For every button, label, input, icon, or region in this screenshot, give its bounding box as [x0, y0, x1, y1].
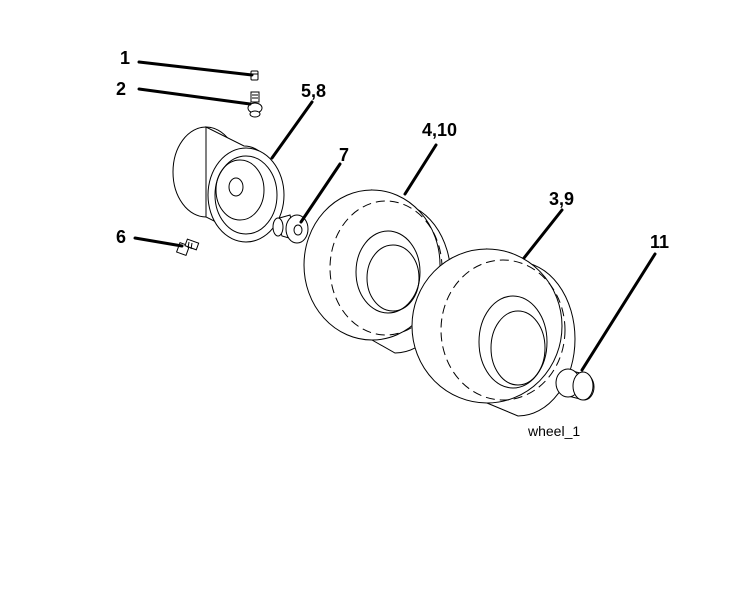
callout-3-9: 3,9	[549, 189, 574, 209]
leader-line-7	[299, 162, 342, 224]
leader-lines	[133, 60, 657, 372]
bolt-part	[175, 238, 200, 257]
callout-6: 6	[116, 227, 126, 247]
leader-line-11	[580, 252, 657, 372]
valve-stem-part	[247, 91, 263, 118]
callout-11: 11	[650, 232, 669, 252]
callout-4-10: 4,10	[422, 120, 457, 140]
callout-1: 1	[120, 48, 130, 68]
leader-line-4-10	[403, 143, 438, 196]
rear-tire-part	[411, 248, 576, 417]
leader-line-3-9	[522, 208, 564, 260]
callout-2: 2	[116, 79, 126, 99]
callout-7: 7	[339, 145, 349, 165]
wheel-rim-part	[172, 126, 285, 243]
leader-line-5-8	[270, 100, 314, 160]
hub-cap-part	[555, 368, 595, 401]
leader-line-2	[137, 87, 252, 106]
leader-line-1	[137, 60, 254, 77]
leader-line-6	[133, 236, 184, 248]
callout-5-8: 5,8	[301, 81, 326, 101]
diagram-caption: wheel_1	[527, 423, 580, 439]
bushing-part	[272, 214, 309, 244]
